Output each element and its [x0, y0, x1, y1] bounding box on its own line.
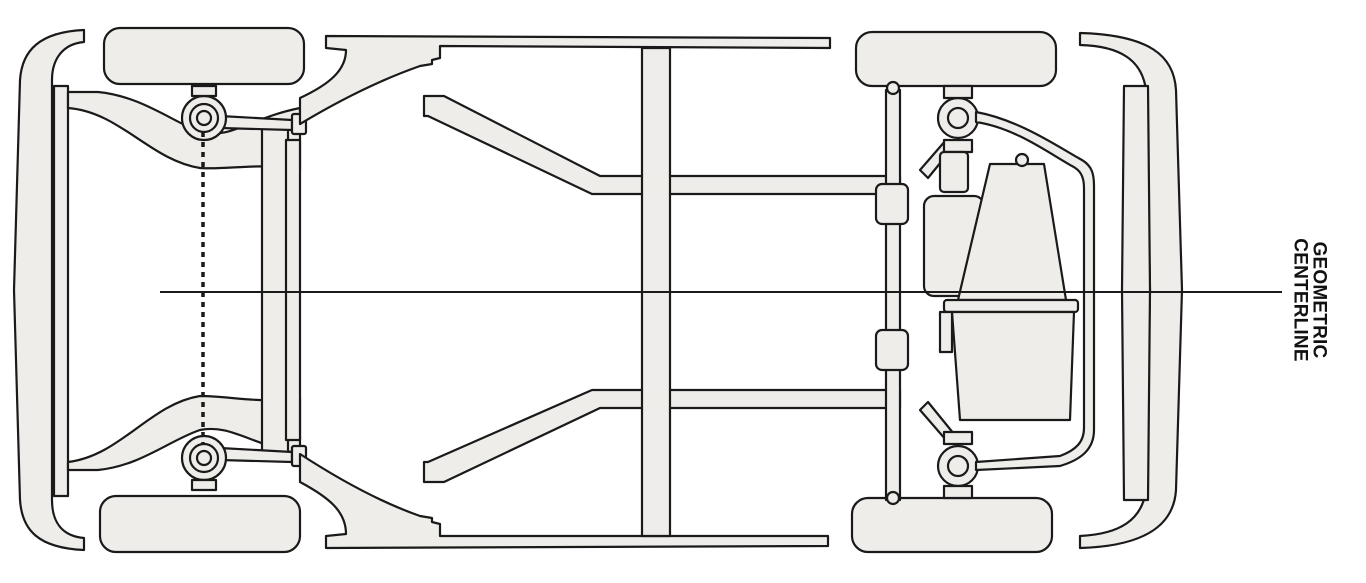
- fuel-tank: [922, 150, 1080, 422]
- front-bumper: [1078, 31, 1184, 550]
- rear-bumper: [12, 28, 86, 552]
- front-wheel-left: [854, 30, 1058, 88]
- centerline-label-line2: CENTERLINE: [1290, 237, 1311, 362]
- steering-rack: [874, 80, 956, 506]
- front-hubs: [936, 84, 1096, 500]
- frame-rail-top: [298, 34, 902, 196]
- centerline-label-line1: GEOMETRIC: [1309, 241, 1330, 358]
- rear-axle: [66, 84, 308, 492]
- rear-wheel-left: [102, 26, 306, 86]
- front-wheel-right: [850, 496, 1054, 554]
- centerline-label: GEOMETRIC CENTERLINE: [1290, 212, 1330, 387]
- frame-rail-bottom: [298, 388, 902, 550]
- rear-wheel-right: [98, 494, 302, 554]
